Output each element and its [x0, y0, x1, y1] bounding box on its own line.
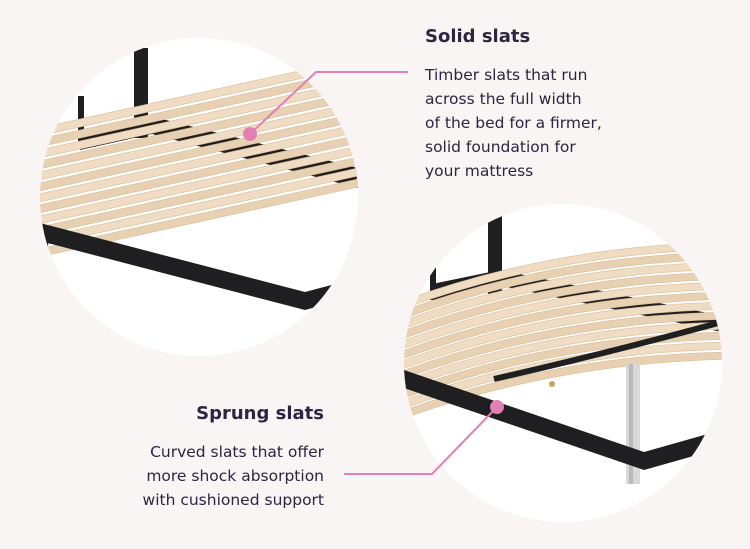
solid-slat: [40, 134, 358, 214]
solid-desc-line: your mattress: [425, 162, 534, 180]
sprung-slats-description: Curved slats that offer more shock absor…: [24, 440, 324, 512]
sprung-slat: [404, 311, 722, 379]
sprung-slat: [404, 281, 722, 349]
solid-callout-dot: [243, 127, 257, 141]
sprung-slat: [404, 261, 722, 329]
solid-callout-line: [249, 71, 408, 135]
solid-slat: [40, 57, 358, 137]
sprung-slats-illustration: [404, 216, 722, 484]
sprung-slat: [404, 331, 722, 399]
sprung-slat: [404, 341, 722, 409]
solid-slats-image: [40, 38, 358, 356]
sprung-desc-line: with cushioned support: [142, 491, 324, 509]
solid-slats-description: Timber slats that run across the full wi…: [425, 63, 725, 183]
solid-slats-illustration: [40, 48, 358, 310]
solid-desc-line: across the full width: [425, 90, 582, 108]
solid-slat: [40, 178, 358, 258]
sprung-slat: [404, 301, 722, 369]
solid-slat: [40, 145, 358, 225]
sprung-slat: [404, 251, 722, 319]
sprung-slat: [404, 351, 722, 419]
sprung-desc-line: more shock absorption: [146, 467, 324, 485]
solid-desc-line: of the bed for a firmer,: [425, 114, 602, 132]
sprung-slats-heading: Sprung slats: [196, 403, 324, 424]
sprung-slat: [404, 271, 722, 339]
sprung-desc-line: Curved slats that offer: [150, 443, 324, 461]
solid-slat: [40, 79, 358, 159]
solid-slats-heading: Solid slats: [425, 26, 531, 47]
solid-slat: [40, 101, 358, 181]
sprung-slats-image: [404, 204, 722, 522]
solid-slat: [40, 156, 358, 236]
solid-slat: [40, 90, 358, 170]
solid-desc-line: Timber slats that run: [425, 66, 588, 84]
sprung-callout-dot: [490, 400, 504, 414]
solid-desc-line: solid foundation for: [425, 138, 576, 156]
sprung-slat: [404, 241, 722, 309]
solid-slat: [40, 68, 358, 148]
sprung-slat: [404, 291, 722, 359]
solid-slat: [40, 167, 358, 247]
solid-slat: [40, 123, 358, 203]
sprung-callout-line: [344, 406, 498, 475]
